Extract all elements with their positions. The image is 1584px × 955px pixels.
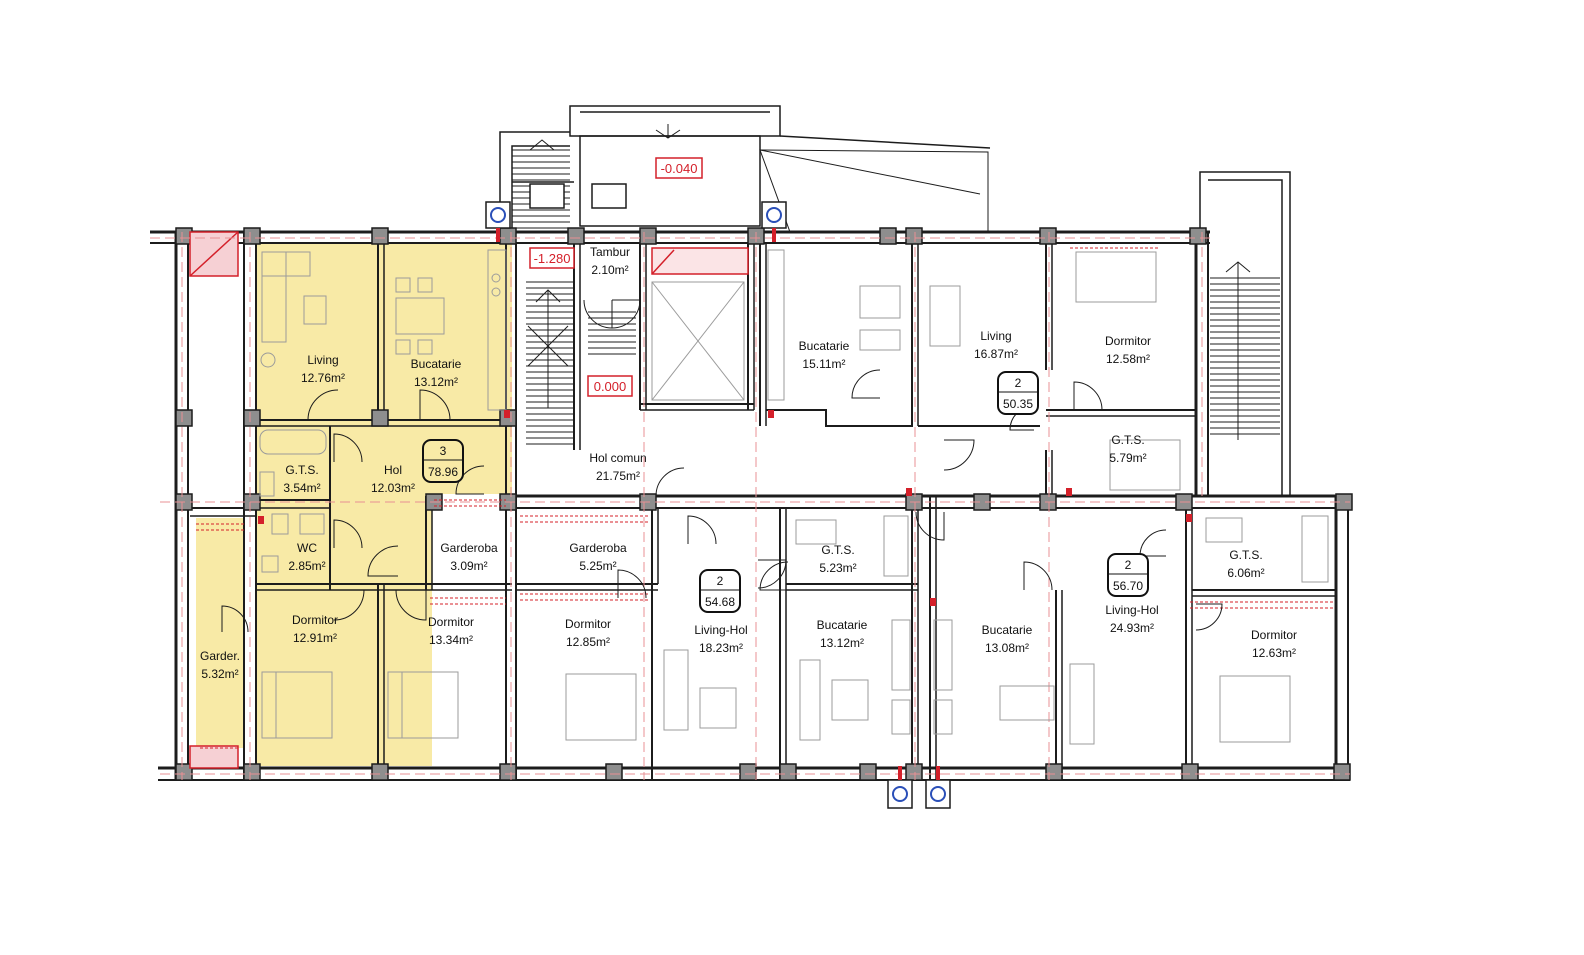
tag-d-total: 56.70 [1113,579,1143,593]
room-name: Bucatarie [982,623,1033,637]
room-name: Bucatarie [817,618,868,632]
room-name: Living [307,353,338,367]
room-area: 12.03m² [371,481,415,495]
room-area: 24.93m² [1110,621,1154,635]
room-area: 12.85m² [566,635,610,649]
room-area: 2.10m² [591,263,628,277]
door-swings [221,299,1223,633]
apartment-3-fill [196,244,512,766]
room-area: 3.09m² [450,559,487,573]
stairs [512,124,1280,445]
room-name: Dormitor [292,613,338,627]
room-name: Bucatarie [799,339,850,353]
room-area: 13.34m² [429,633,473,647]
room-area: 16.87m² [974,347,1018,361]
room-name: G.T.S. [285,463,318,477]
room-name: G.T.S. [1111,433,1144,447]
tag-d-rooms: 2 [1125,558,1132,572]
room-name: G.T.S. [821,543,854,557]
level-stair-landing: 0.000 [594,379,627,394]
room-name: Living [980,329,1011,343]
room-name: Dormitor [565,617,611,631]
room-area: 21.75m² [596,469,640,483]
room-area: 2.85m² [288,559,325,573]
room-area: 15.11m² [802,357,845,371]
room-area: 12.76m² [301,371,345,385]
tag-a-rooms: 3 [440,444,447,458]
balconies [189,231,749,769]
tag-a-total: 78.96 [428,465,458,479]
room-name: Living-Hol [1105,603,1158,617]
room-area: 5.23m² [819,561,856,575]
room-area: 12.63m² [1252,646,1296,660]
room-area: 12.91m² [293,631,337,645]
room-name: Living-Hol [694,623,747,637]
room-area: 13.12m² [414,375,458,389]
wardrobes [196,247,1334,749]
room-name: Bucatarie [411,357,462,371]
room-area: 13.08m² [985,641,1029,655]
room-name: Garderoba [569,541,627,555]
vent-circles [490,207,946,802]
room-name: Dormitor [428,615,474,629]
room-area: 13.12m² [820,636,864,650]
room-name: Hol comun [589,451,646,465]
room-name: G.T.S. [1229,548,1262,562]
room-name: Dormitor [1105,334,1151,348]
tag-b-rooms: 2 [1015,376,1022,390]
room-name: WC [297,541,317,555]
room-labels: Living 12.76m² Bucatarie 13.12m² G.T.S. … [200,245,1297,681]
room-name: Garderoba [440,541,498,555]
room-area: 5.32m² [201,667,238,681]
apartment-tags: 3 78.96 2 50.35 2 54.68 2 56.70 [422,371,1149,613]
room-area: 6.06m² [1227,566,1264,580]
furniture [259,249,1329,745]
level-markers: -0.040 -1.280 0.000 [529,157,703,397]
tag-c-rooms: 2 [717,574,724,588]
room-area: 3.54m² [283,481,320,495]
room-name: Dormitor [1251,628,1297,642]
room-name: Garder. [200,649,240,663]
pipe-markers [258,228,1192,780]
room-area: 12.58m² [1106,352,1150,366]
grid-axes [150,232,1350,780]
room-name: Hol [384,463,402,477]
room-area: 5.79m² [1109,451,1146,465]
level-entrance: -1.280 [534,251,571,266]
room-name: Tambur [590,245,630,259]
room-area: 18.23m² [699,641,743,655]
entrance-block [499,105,1291,496]
level-top-landing: -0.040 [661,161,698,176]
room-area: 5.25m² [579,559,616,573]
tag-c-total: 54.68 [705,595,735,609]
tag-b-total: 50.35 [1003,397,1033,411]
